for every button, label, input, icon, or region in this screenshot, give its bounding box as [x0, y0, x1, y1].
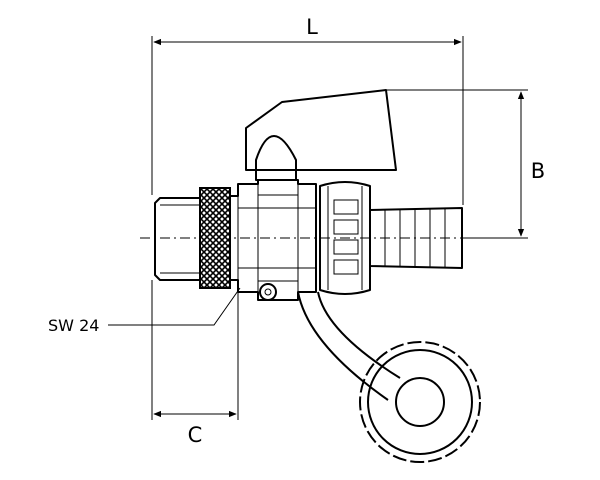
dimension-l-label: L	[306, 15, 318, 39]
dimension-b-label: B	[531, 159, 545, 183]
dimension-c-label: C	[188, 423, 203, 447]
hose-barb	[369, 207, 463, 269]
valve-body	[229, 179, 317, 301]
cap-eyelet-hole	[264, 288, 272, 296]
knurled-nut	[199, 187, 231, 289]
dust-cap	[359, 341, 481, 463]
dimension-b: B	[386, 89, 545, 239]
threaded-end	[154, 197, 201, 281]
wrench-size-callout: SW 24	[48, 287, 241, 335]
union-nut	[319, 181, 371, 295]
valve-handle	[245, 89, 397, 181]
dimension-l: L	[151, 15, 464, 205]
wrench-size-label: SW 24	[48, 316, 99, 335]
cap-eyelet	[259, 283, 277, 301]
cap-strap	[297, 291, 401, 401]
dimension-c: C	[151, 270, 239, 447]
